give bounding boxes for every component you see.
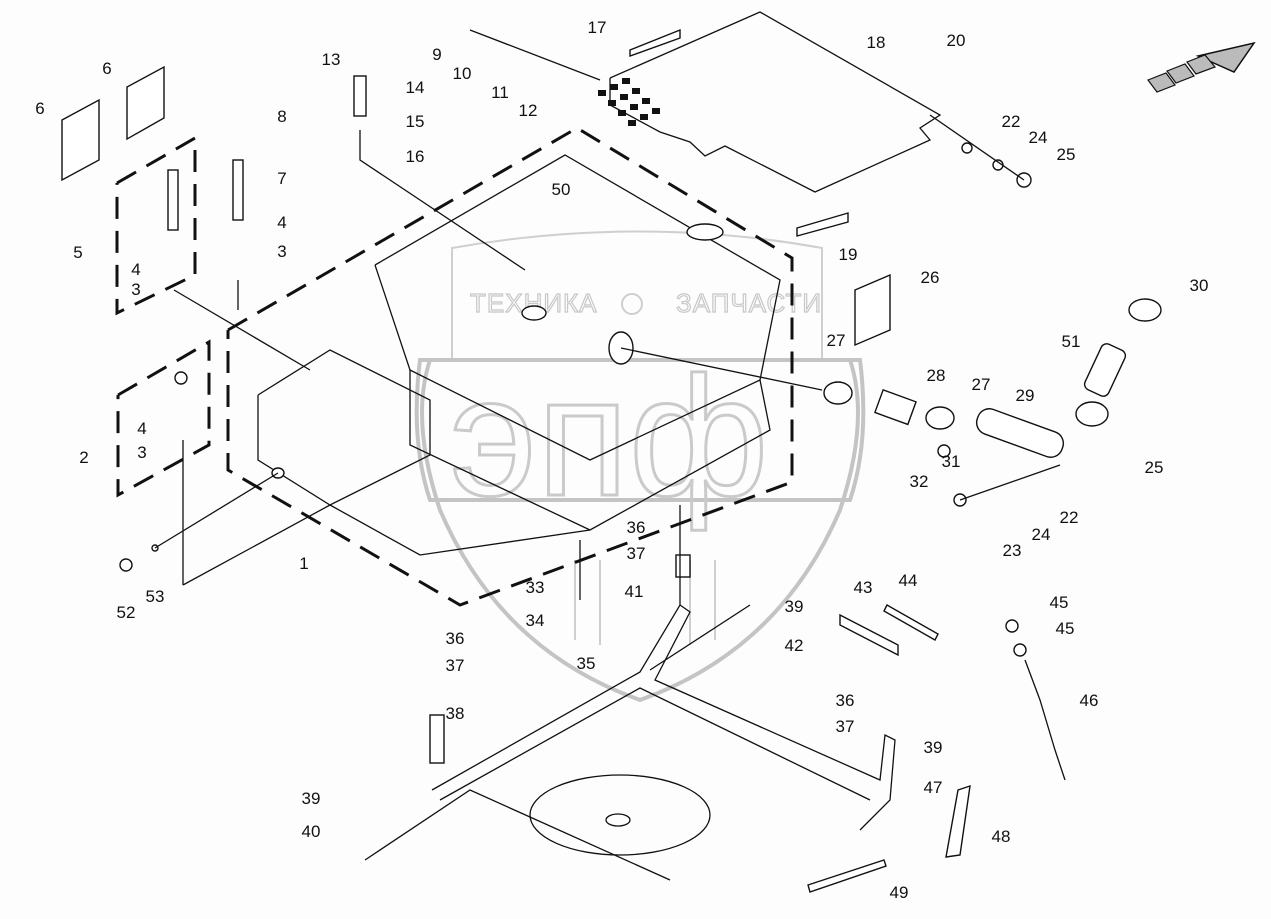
callout-51: 51 [1062, 332, 1081, 351]
callout-33: 33 [526, 578, 545, 597]
callout-27: 27 [827, 331, 846, 350]
callout-23: 23 [1003, 541, 1022, 560]
forward-direction-arrow-icon [1147, 41, 1256, 93]
callout-11: 11 [491, 83, 509, 102]
callout-52: 52 [117, 603, 136, 622]
callout-3: 3 [277, 242, 286, 261]
callout-6: 6 [102, 59, 111, 78]
callout-43: 43 [854, 578, 873, 597]
callout-31: 31 [942, 452, 961, 471]
callout-3: 3 [137, 443, 146, 462]
callout-7: 7 [277, 169, 286, 188]
filler-pipe-assembly [823, 298, 1162, 458]
callout-35: 35 [577, 654, 596, 673]
callout-19: 19 [839, 245, 858, 264]
callout-41: 41 [625, 582, 644, 601]
callout-18: 18 [867, 33, 886, 52]
callout-14: 14 [406, 78, 425, 97]
callout-9: 9 [432, 45, 441, 64]
assembly-boundaries [115, 126, 794, 607]
callout-28: 28 [927, 366, 946, 385]
callout-39: 39 [785, 597, 804, 616]
callout-12: 12 [519, 101, 538, 120]
watermark-logo: эпф [450, 342, 769, 532]
small-parts [61, 28, 1066, 893]
callout-1: 1 [299, 554, 308, 573]
callout-8: 8 [277, 107, 286, 126]
callout-2: 2 [79, 448, 88, 467]
callout-15: 15 [406, 112, 425, 131]
callout-5: 5 [73, 243, 82, 262]
callout-27: 27 [972, 375, 991, 394]
callout-16: 16 [406, 147, 425, 166]
watermark: ТЕХНИКА ЗАПЧАСТИ эпф [414, 230, 866, 703]
callout-47: 47 [924, 778, 943, 797]
callout-36: 36 [627, 518, 646, 537]
callout-17: 17 [588, 18, 607, 37]
callout-4: 4 [137, 419, 146, 438]
watermark-right-word: ЗАПЧАСТИ [676, 288, 822, 318]
callout-30: 30 [1190, 276, 1209, 295]
callout-24: 24 [1032, 525, 1051, 544]
callout-45: 45 [1050, 593, 1069, 612]
callout-26: 26 [921, 268, 940, 287]
callout-36: 36 [836, 691, 855, 710]
watermark-gear-icon [621, 293, 643, 315]
callout-37: 37 [446, 656, 465, 675]
callout-44: 44 [899, 571, 918, 590]
callout-38: 38 [446, 704, 465, 723]
callout-20: 20 [947, 31, 966, 50]
tank-frame [364, 604, 896, 881]
callout-29: 29 [1016, 386, 1035, 405]
callout-24: 24 [1029, 128, 1048, 147]
callout-4: 4 [131, 260, 140, 279]
callout-6: 6 [35, 99, 44, 118]
callout-45: 45 [1056, 619, 1075, 638]
callout-22: 22 [1002, 112, 1021, 131]
callout-50: 50 [552, 180, 571, 199]
callout-13: 13 [322, 50, 341, 69]
fuel-tank [257, 154, 781, 556]
callout-53: 53 [146, 587, 165, 606]
callout-39: 39 [302, 789, 321, 808]
callout-4: 4 [277, 213, 286, 232]
callout-49: 49 [890, 883, 909, 902]
callout-39: 39 [924, 738, 943, 757]
callout-40: 40 [302, 822, 321, 841]
callout-22: 22 [1060, 508, 1079, 527]
callout-37: 37 [627, 544, 646, 563]
callout-25: 25 [1145, 458, 1164, 477]
callout-46: 46 [1080, 691, 1099, 710]
callout-34: 34 [526, 611, 545, 630]
callout-48: 48 [992, 827, 1011, 846]
leader-lines [154, 29, 1061, 605]
callout-42: 42 [785, 636, 804, 655]
callout-32: 32 [910, 472, 929, 491]
callout-37: 37 [836, 717, 855, 736]
cover-plate [598, 11, 942, 193]
callout-3: 3 [131, 280, 140, 299]
callout-10: 10 [453, 64, 472, 83]
callout-25: 25 [1057, 145, 1076, 164]
callout-36: 36 [446, 629, 465, 648]
